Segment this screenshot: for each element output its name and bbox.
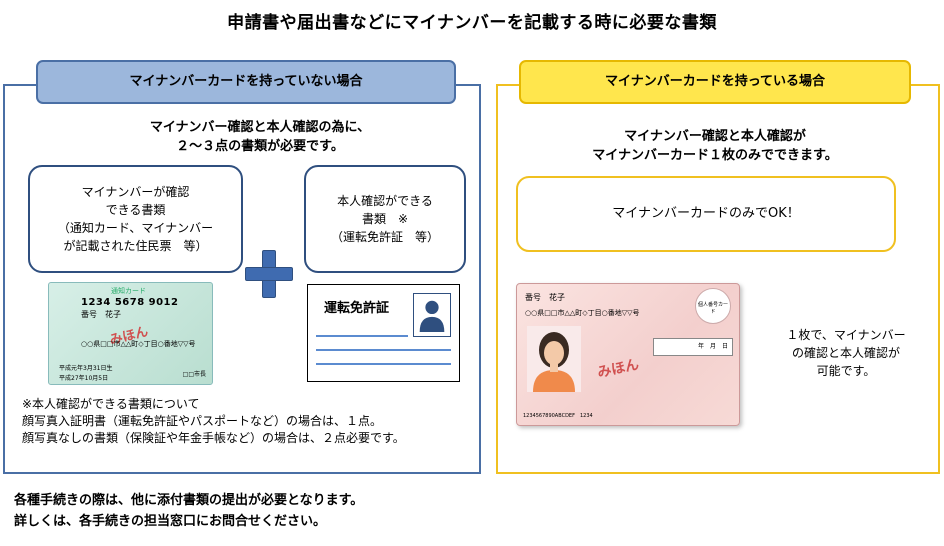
has-card-lead-line: マイナンバーカード１枚のみでできます。 (592, 148, 838, 163)
notification-card-issuer: □□市長 (182, 371, 206, 378)
notification-card-number: 1234 5678 9012 (81, 297, 179, 308)
note-line: ※本人確認ができる書類について (22, 397, 200, 411)
note-line: の確認と本人確認が (791, 346, 900, 360)
drivers-license-image: 運転免許証 (307, 284, 460, 382)
note-line: 可能です。 (816, 364, 876, 378)
footer-line: 詳しくは、各手続きの担当窓口にお問合せください。 (14, 514, 327, 529)
no-card-lead: マイナンバー確認と本人確認の為に、 ２～３点の書類が必要です。 (60, 118, 460, 156)
mynumber-card-name: 番号 花子 (525, 293, 565, 302)
no-card-lead-line: ２～３点の書類が必要です。 (176, 139, 344, 154)
bubble-line: が記載された住民票 等） (63, 239, 208, 253)
has-card-header: マイナンバーカードを持っている場合 (519, 60, 911, 104)
card-only-note: １枚で、マイナンバー の確認と本人確認が 可能です。 (766, 326, 926, 380)
identity-note: ※本人確認ができる書類について 顔写真入証明書（運転免許証やパスポートなど）の場… (22, 396, 405, 447)
license-line (316, 363, 451, 365)
portrait-icon (527, 326, 581, 392)
bubble-line: マイナンバーが確認 (81, 185, 190, 199)
no-card-lead-line: マイナンバー確認と本人確認の為に、 (149, 120, 371, 135)
mynumber-document-bubble: マイナンバーが確認 できる書類 （通知カード、マイナンバー が記載された住民票 … (28, 165, 243, 273)
notification-card-birth: 平成元年3月31日生 (59, 365, 113, 372)
license-line (316, 335, 408, 337)
note-line: １枚で、マイナンバー (786, 328, 906, 342)
identity-document-bubble: 本人確認ができる 書類 ※ （運転免許証 等） (304, 165, 466, 273)
bubble-line: 書類 ※ (361, 212, 409, 226)
bubble-line: （運転免許証 等） (330, 230, 439, 244)
mynumber-card-logo: 個人番号カード (695, 288, 731, 324)
note-line: 顔写真入証明書（運転免許証やパスポートなど）の場合は、１点。 (22, 414, 383, 428)
card-only-ok-box: マイナンバーカードのみでOK！ (516, 176, 896, 252)
mynumber-card-image: 番号 花子 ○○県□□市△△町◇丁目○番地▽▽号 みほん 個人番号カード 年 月… (516, 283, 740, 426)
person-photo-icon (413, 293, 451, 337)
footer-note: 各種手続きの際は、他に添付書類の提出が必要となります。 詳しくは、各手続きの担当… (14, 490, 363, 532)
license-line (316, 349, 451, 351)
note-line: 顔写真なしの書類（保険証や年金手帳など）の場合は、２点必要です。 (22, 431, 405, 445)
bubble-line: 本人確認ができる (337, 194, 433, 208)
notification-card-image: 通知カード 1234 5678 9012 番号 花子 みほん ○○県□□市△△町… (48, 282, 213, 385)
mynumber-card-address: ○○県□□市△△町◇丁目○番地▽▽号 (525, 309, 640, 317)
bubble-line: （通知カード、マイナンバー (57, 221, 214, 235)
no-card-header: マイナンバーカードを持っていない場合 (36, 60, 456, 104)
mynumber-card-code: 1234567890ABCDEF 1234 (523, 413, 593, 419)
notification-card-issued: 平成27年10月5日 (59, 375, 109, 382)
sample-stamp: みほん (596, 356, 641, 382)
footer-line: 各種手続きの際は、他に添付書類の提出が必要となります。 (14, 493, 364, 508)
has-card-lead-line: マイナンバー確認と本人確認が (624, 129, 806, 144)
mynumber-card-date: 年 月 日 (653, 338, 733, 356)
bubble-line: できる書類 (105, 203, 166, 217)
page-title: 申請書や届出書などにマイナンバーを記載する時に必要な書類 (227, 13, 717, 33)
has-card-lead: マイナンバー確認と本人確認が マイナンバーカード１枚のみでできます。 (520, 127, 910, 165)
notification-card-address: ○○県□□市△△町◇丁目○番地▽▽号 (81, 340, 196, 348)
notification-card-title: 通知カード (111, 287, 146, 295)
no-card-panel (3, 84, 481, 474)
drivers-license-title: 運転免許証 (324, 301, 390, 316)
notification-card-name: 番号 花子 (81, 310, 121, 319)
plus-icon (245, 267, 293, 281)
